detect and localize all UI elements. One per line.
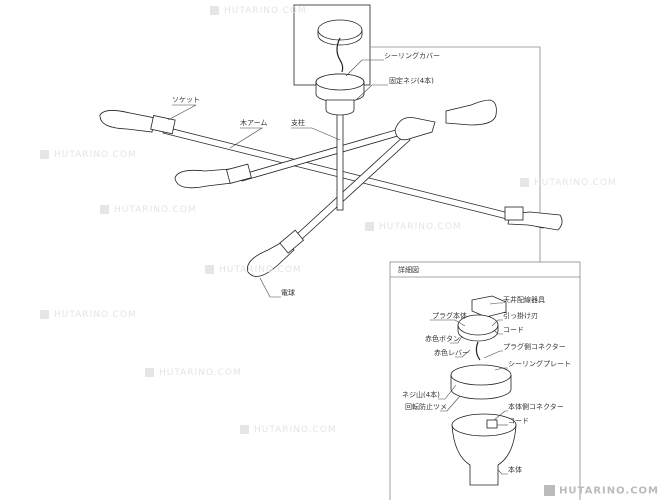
label-pole: 支柱 [291,119,305,127]
watermark: HUTARINO.COM [100,205,197,215]
label-red-lever: 赤色レバー [434,349,469,357]
inset-frame [293,4,371,86]
watermark: HUTARINO.COM [205,265,302,275]
pole [336,109,344,211]
watermark: HUTARINO.COM [240,425,337,435]
label-fixing-screws: 固定ネジ(4本) [389,77,434,85]
bulbs [99,99,563,277]
watermark-logo: HUTARINO.COM [544,484,659,496]
watermark: HUTARINO.COM [365,222,462,232]
label-body-connector: 本体側コネクター [508,403,564,411]
outer-frame [370,46,541,262]
detail-frame [389,261,581,500]
label-wood-arm: 木アーム [240,119,268,127]
label-ceiling-plate: シーリングプレート [508,360,571,368]
label-body: 本体 [508,466,522,474]
label-ceiling-cover: シーリングカバー [384,52,440,60]
wood-arms [162,122,546,251]
label-hook-blade: 引っ掛け刃 [503,312,538,320]
detail-drawing [450,295,517,486]
detail-title: 詳細図 [398,266,419,274]
label-cord-top: コード [503,326,524,334]
label-red-button: 赤色ボタン [425,335,460,343]
label-bulb: 電球 [281,289,295,297]
watermark: HUTARINO.COM [210,6,307,16]
watermark: HUTARINO.COM [40,150,137,160]
watermark: HUTARINO.COM [520,178,617,188]
canopy [315,73,365,116]
watermark: HUTARINO.COM [145,368,242,378]
label-anti-rotation-tab: 回転防止ツメ [405,403,447,411]
label-plug-connector: プラグ側コネクター [503,343,566,351]
label-cord-bottom: コード [508,417,529,425]
label-ceiling-fixture: 天井配線器具 [503,296,545,304]
label-thread-screws: ネジ山(4本) [402,391,440,399]
inset-fixture [317,19,363,41]
label-socket: ソケット [172,96,200,104]
watermark: HUTARINO.COM [40,310,137,320]
label-plug-body: プラグ本体 [432,312,467,320]
